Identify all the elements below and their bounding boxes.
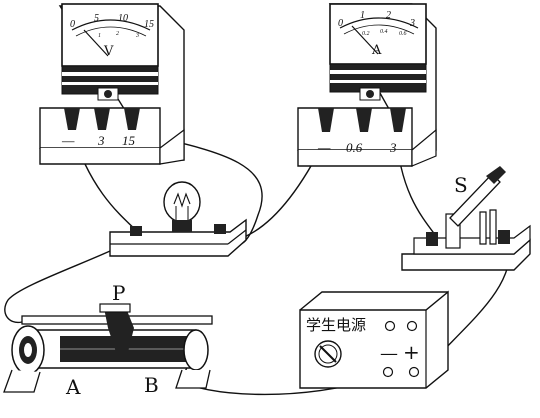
ammeter-scale-1: 1 bbox=[360, 10, 365, 21]
ammeter-terminal-3: 3 bbox=[389, 140, 397, 155]
voltmeter-inner-1: 1 bbox=[98, 33, 101, 39]
ammeter-inner-02: 0.2 bbox=[362, 31, 370, 37]
voltmeter-scale-5: 5 bbox=[94, 13, 99, 24]
rheostat-end-b-label: B bbox=[144, 373, 159, 397]
ammeter: 0 1 2 3 0.2 0.4 0.6 A — 0.6 3 bbox=[297, 3, 437, 167]
ammeter-needle bbox=[351, 25, 379, 55]
power-minus-label: — bbox=[380, 343, 398, 364]
ammeter-terminal-06: 0.6 bbox=[346, 140, 363, 155]
light-bulb bbox=[163, 181, 201, 223]
power-plus-label: + bbox=[403, 340, 420, 364]
ammeter-scale-2: 2 bbox=[386, 10, 391, 21]
rheostat-slider-label: P bbox=[112, 281, 125, 305]
voltmeter-symbol: V bbox=[103, 44, 114, 59]
ammeter-symbol: A bbox=[371, 43, 382, 58]
switch-terminal-right bbox=[498, 230, 510, 244]
power-terminal-neg[interactable] bbox=[382, 366, 394, 378]
power-supply-label: 学生电源 bbox=[306, 316, 366, 334]
voltmeter-inner-2: 2 bbox=[116, 31, 119, 37]
voltmeter-terminals bbox=[64, 108, 140, 130]
rheostat: P A B bbox=[3, 281, 213, 399]
switch-blade[interactable] bbox=[449, 173, 501, 227]
voltmeter-terminal-3: 3 bbox=[97, 133, 105, 148]
voltmeter-needle bbox=[83, 29, 109, 57]
voltmeter-terminal-neg: — bbox=[61, 134, 75, 149]
switch: S bbox=[401, 166, 531, 271]
lamp-terminal-right bbox=[214, 224, 226, 234]
rheostat-end-a-label: A bbox=[65, 375, 81, 399]
ammeter-terminals bbox=[318, 108, 406, 132]
switch-terminal-left bbox=[426, 232, 438, 246]
light-bulb-board bbox=[109, 181, 247, 257]
ammeter-terminal-neg: — bbox=[317, 141, 331, 156]
voltmeter-scale-0: 0 bbox=[70, 19, 75, 30]
voltmeter: 0 5 10 15 1 2 3 V — 3 15 bbox=[39, 3, 185, 165]
ammeter-scale-3: 3 bbox=[409, 18, 415, 29]
voltmeter-terminal-15: 15 bbox=[122, 133, 136, 148]
voltmeter-scale-15: 15 bbox=[144, 19, 154, 30]
voltmeter-inner-3: 3 bbox=[135, 33, 139, 39]
switch-label: S bbox=[454, 173, 468, 197]
lamp-terminal-left bbox=[130, 226, 142, 236]
rheostat-slider[interactable] bbox=[104, 308, 134, 352]
ammeter-inner-06: 0.6 bbox=[399, 31, 407, 37]
power-supply: 学生电源 — + bbox=[299, 290, 449, 389]
voltmeter-scale-10: 10 bbox=[118, 13, 128, 24]
ammeter-scale-0: 0 bbox=[338, 18, 343, 29]
wire-lamp-rheostat bbox=[4, 239, 135, 324]
power-terminal-pos[interactable] bbox=[408, 366, 420, 378]
ammeter-inner-04: 0.4 bbox=[380, 28, 388, 35]
